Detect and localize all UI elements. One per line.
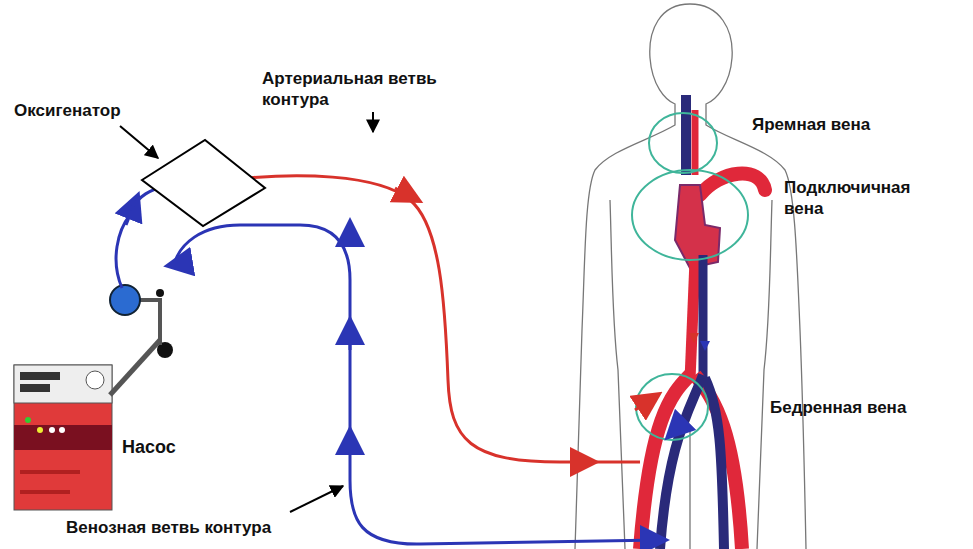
label-text: Артериальная ветвь контура [262, 68, 437, 111]
body-outline [575, 4, 806, 549]
circuit-lines [116, 176, 685, 544]
label-text: Венозная ветвь контура [66, 517, 271, 538]
pointer-arrows [120, 112, 373, 512]
label-text: Бедренная вена [770, 397, 906, 418]
label-text: Насос [122, 436, 176, 459]
pump-console [14, 285, 173, 510]
label-text: Оксигенатор [14, 100, 121, 121]
label-text: Яремная вена [752, 114, 870, 135]
vessels [640, 95, 765, 549]
label-text: Подключичная вена [784, 177, 944, 220]
site-circles [632, 113, 748, 440]
oxygenator-box [142, 140, 265, 226]
